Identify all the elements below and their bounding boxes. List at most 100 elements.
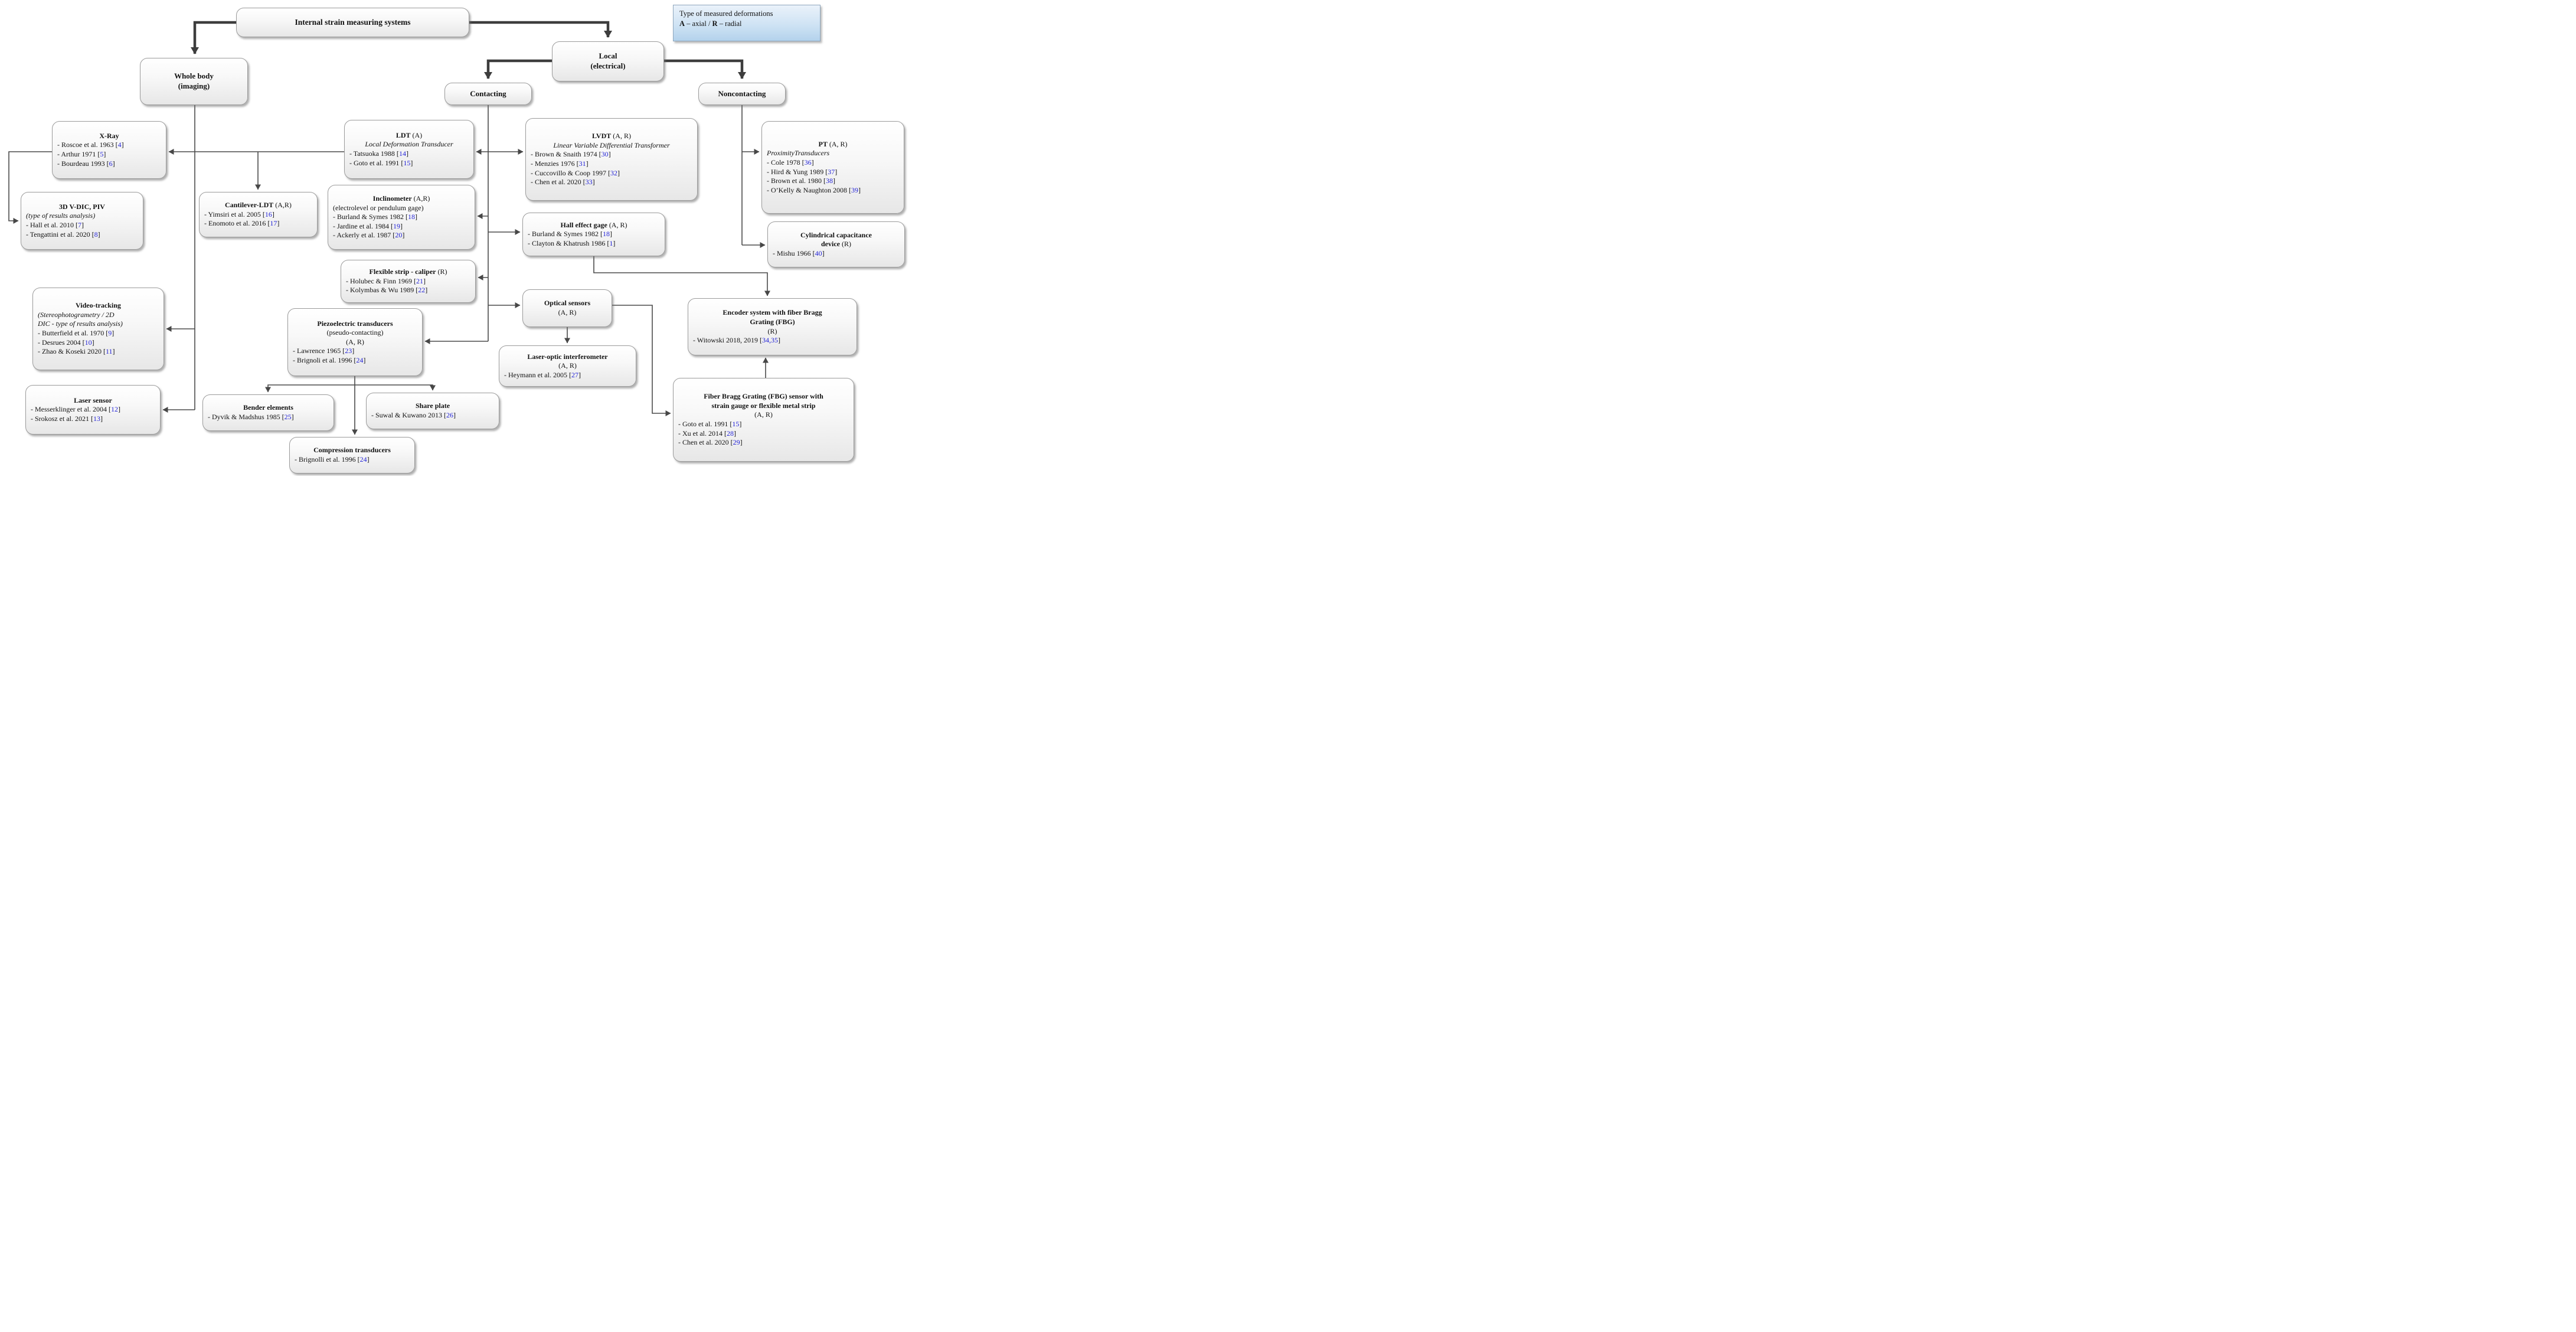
reference-item: - Bourdeau 1993 [6] (57, 159, 115, 168)
node-title-line: Laser sensor (74, 396, 112, 404)
citation-link[interactable]: 11 (105, 347, 113, 356)
node-title-line: Compression transducers (313, 446, 391, 455)
reference-item: - Brignolli et al. 1996 [24] (295, 455, 370, 463)
reference-item: - Brignoli et al. 1996 [24] (293, 355, 366, 364)
reference-item: - Tatsuoka 1988 [14] (349, 149, 408, 158)
citation-link[interactable]: 12 (110, 405, 118, 414)
connector (469, 21, 612, 38)
node-title-line: Local (599, 51, 617, 61)
node-inclinometer: Inclinometer (A,R)(electrolevel or pendu… (328, 185, 475, 250)
node-share-plate: Share plate- Suwal & Kuwano 2013 [26] (366, 393, 499, 429)
node-title-line: Cantilever-LDT (A,R) (225, 201, 292, 210)
citation-link[interactable]: 8 (94, 230, 98, 239)
node-title-line: (Stereophotogrametry / 2D (38, 310, 115, 319)
node-title-line: 3D V-DIC, PIV (59, 202, 105, 211)
reference-item: - Burland & Symes 1982 [18] (528, 230, 612, 239)
reference-item: - Hird & Yung 1989 [37] (767, 167, 838, 176)
citation-link[interactable]: 7 (77, 221, 81, 229)
reference-item: - Brown & Snaith 1974 [30] (531, 150, 611, 159)
citation-link[interactable]: 25 (284, 413, 292, 421)
citation-link[interactable]: 34,35 (761, 336, 778, 345)
citation-link[interactable]: 39 (851, 185, 858, 194)
reference-item: - Suwal & Kuwano 2013 [26] (371, 411, 456, 419)
node-root: Internal strain measuring systems (236, 8, 469, 37)
reference-item: - Heymann et al. 2005 [27] (504, 370, 581, 379)
citation-link[interactable]: 9 (108, 329, 112, 337)
citation-link[interactable]: 21 (416, 276, 423, 285)
reference-item: - Butterfield et al. 1970 [9] (38, 329, 115, 337)
node-title-line: LVDT (A, R) (592, 132, 631, 141)
node-optical-sensors: Optical sensors(A, R) (522, 289, 612, 327)
reference-item: - Dyvik & Madshus 1985 [25] (208, 413, 294, 421)
node-title-line: Bender elements (243, 403, 293, 412)
node-title-line: (pseudo-contacting) (326, 328, 384, 337)
node-title-line: Hall effect gage (A, R) (560, 220, 627, 229)
citation-link[interactable]: 13 (93, 414, 100, 423)
reference-item: - Witowski 2018, 2019 [34,35] (693, 336, 780, 345)
citation-link[interactable]: 37 (828, 167, 835, 176)
citation-link[interactable]: 31 (578, 159, 586, 168)
citation-link[interactable]: 30 (601, 150, 609, 159)
node-title-line: Inclinometer (A,R) (372, 194, 430, 203)
citation-link[interactable]: 29 (733, 438, 740, 447)
node-cantilever-ldt: Cantilever-LDT (A,R)- Yimsiri et al. 200… (199, 192, 318, 237)
node-title-line: (imaging) (178, 81, 210, 90)
citation-link[interactable]: 5 (100, 150, 104, 158)
node-hall-effect-gage: Hall effect gage (A, R)- Burland & Symes… (522, 213, 665, 256)
reference-item: - Brown et al. 1980 [38] (767, 177, 835, 185)
node-piezoelectric-transducers: Piezoelectric transducers(pseudo-contact… (287, 308, 423, 376)
connector (664, 59, 746, 79)
node-whole-body: Whole body(imaging) (140, 58, 248, 105)
citation-link[interactable]: 18 (408, 213, 415, 221)
citation-link[interactable]: 36 (804, 158, 812, 166)
node-title-line: Piezoelectric transducers (317, 319, 393, 328)
node-title-line: Video-tracking (76, 301, 121, 310)
citation-link[interactable]: 22 (418, 286, 426, 295)
citation-link[interactable]: 14 (398, 149, 406, 158)
citation-link[interactable]: 1 (609, 239, 613, 247)
citation-link[interactable]: 20 (395, 231, 403, 240)
citation-link[interactable]: 40 (815, 249, 822, 257)
node-title-line: (electrolevel or pendulum gage) (333, 203, 424, 212)
reference-item: - Burland & Symes 1982 [18] (333, 213, 417, 221)
citation-link[interactable]: 4 (117, 141, 122, 149)
node-title-line: PT (A, R) (818, 139, 848, 148)
citation-link[interactable]: 24 (356, 355, 364, 364)
citation-link[interactable]: 23 (345, 347, 352, 355)
citation-link[interactable]: 19 (393, 221, 400, 230)
citation-link[interactable]: 38 (825, 177, 833, 185)
citation-link[interactable]: 17 (270, 219, 277, 228)
citation-link[interactable]: 32 (610, 168, 617, 177)
node-ldt: LDT (A)Local Deformation Transducer- Tat… (344, 120, 474, 179)
citation-link[interactable]: 15 (732, 420, 740, 428)
citation-link[interactable]: 16 (264, 210, 272, 218)
node-title-line: (A, R) (558, 308, 577, 316)
node-title-line: Share plate (415, 401, 450, 410)
node-title-line: Internal strain measuring systems (295, 18, 411, 27)
node-pt: PT (A, R)ProximityTransducers- Cole 1978… (761, 121, 904, 214)
reference-item: - Chen et al. 2020 [33] (531, 178, 595, 187)
reference-item: - Arthur 1971 [5] (57, 150, 106, 158)
reference-item: - Hall et al. 2010 [7] (26, 221, 84, 229)
reference-item: - Jardine et al. 1984 [19] (333, 221, 403, 230)
citation-link[interactable]: 26 (446, 411, 453, 419)
citation-link[interactable]: 6 (109, 159, 113, 168)
reference-item: - Messerklinger et al. 2004 [12] (31, 405, 120, 414)
node-title-line: Flexible strip - caliper (R) (369, 267, 447, 276)
reference-item: - Menzies 1976 [31] (531, 159, 589, 168)
connector (355, 384, 436, 391)
citation-link[interactable]: 24 (359, 455, 367, 463)
citation-link[interactable]: 27 (571, 370, 578, 379)
citation-link[interactable]: 28 (726, 429, 734, 438)
citation-link[interactable]: 33 (585, 178, 593, 187)
node-title-line: (A, R) (346, 337, 364, 346)
citation-link[interactable]: 18 (603, 230, 610, 239)
reference-item: - Tengattini et al. 2020 [8] (26, 230, 100, 239)
citation-link[interactable]: 15 (403, 158, 411, 167)
citation-link[interactable]: 10 (84, 338, 92, 347)
node-noncontacting: Noncontacting (698, 83, 786, 105)
